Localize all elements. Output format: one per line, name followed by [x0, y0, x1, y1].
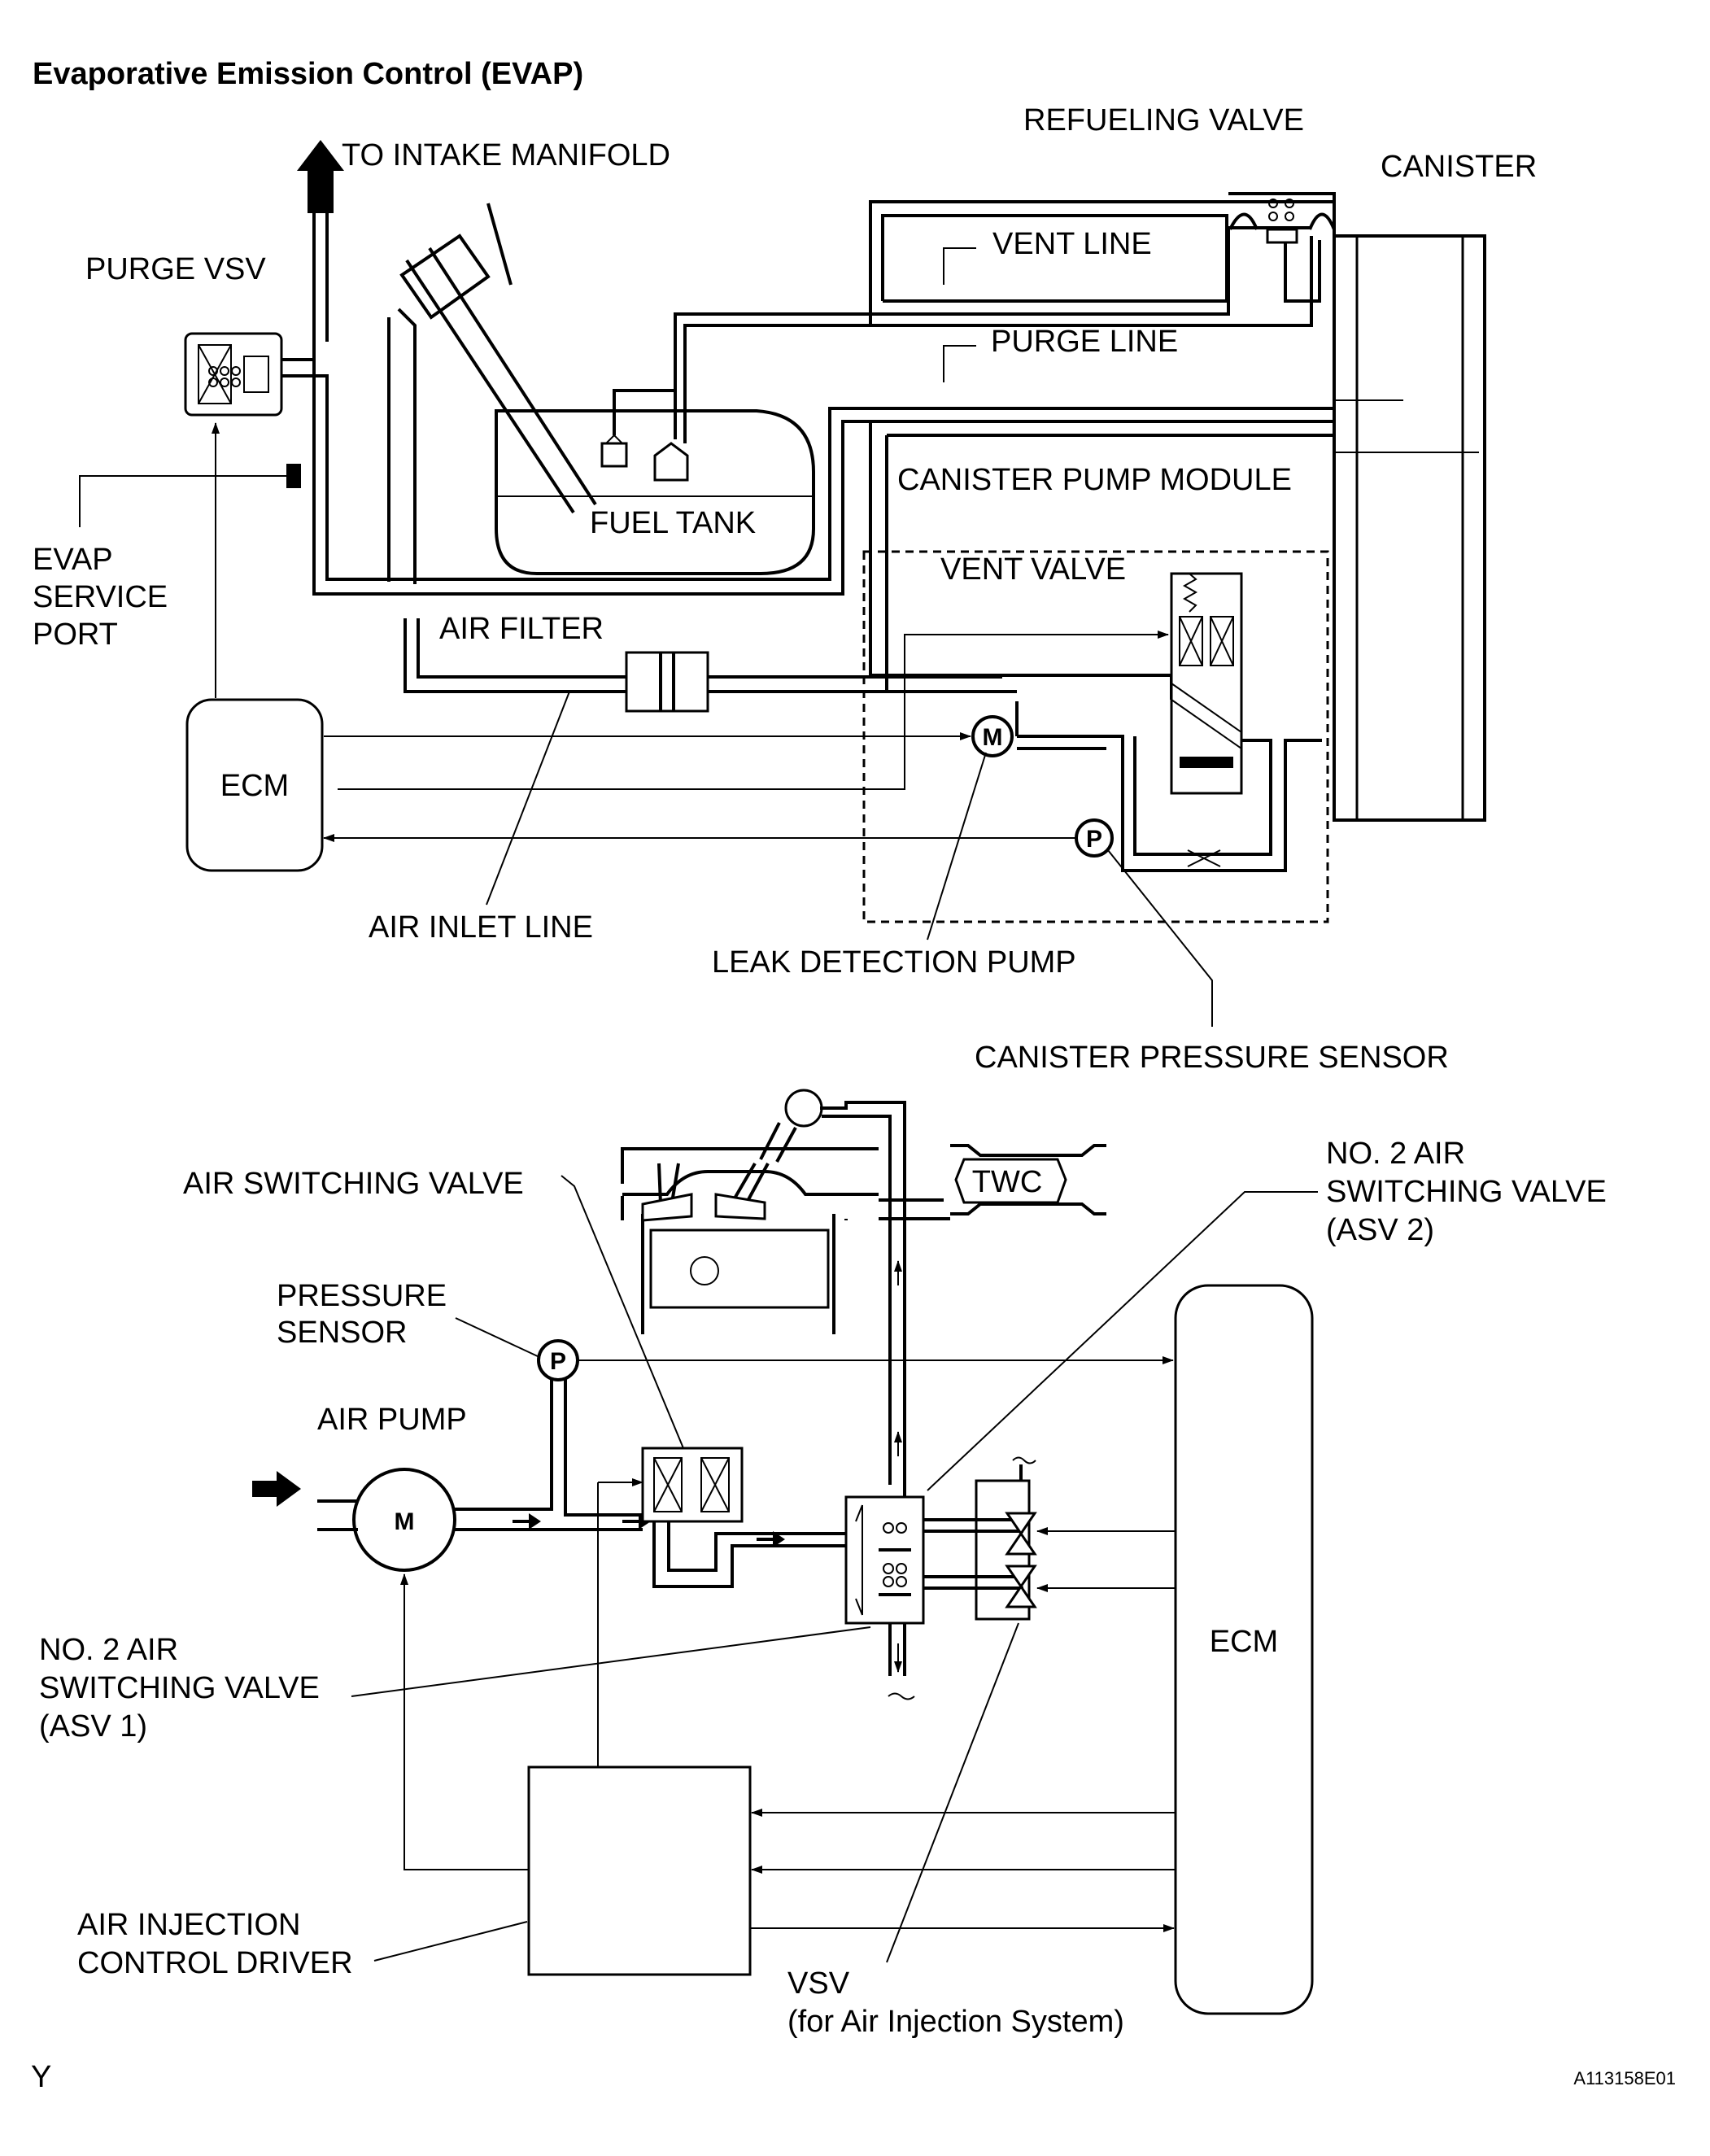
air-injection-control-driver — [527, 1765, 752, 1976]
leak-pump-symbol: M — [983, 724, 1003, 751]
vsv-label-1: VSV — [787, 1966, 850, 2001]
pressure-sensor: P — [537, 1339, 579, 1381]
evap-service-port-label-1: EVAP — [33, 543, 113, 577]
diagram-title: Evaporative Emission Control (EVAP) — [33, 57, 583, 91]
air-switching-valve — [641, 1447, 846, 1588]
no2-asv2-label-1: NO. 2 AIR — [1326, 1137, 1465, 1171]
air-injection-control-driver-label-1: AIR INJECTION — [77, 1908, 300, 1942]
injection-nozzle — [759, 1089, 906, 1497]
vent-valve-label: VENT VALVE — [940, 552, 1126, 587]
leak-detection-pump-label: LEAK DETECTION PUMP — [712, 945, 1076, 980]
twc-catalytic-converter: TWC — [950, 1144, 1106, 1215]
evap-service-port-label-2: SERVICE — [33, 580, 168, 614]
canister-pressure-sensor-label: CANISTER PRESSURE SENSOR — [975, 1041, 1449, 1075]
evap-service-port-label-3: PORT — [33, 618, 118, 652]
air-filter-label: AIR FILTER — [439, 612, 604, 646]
air-pump: M — [252, 1468, 456, 1572]
purge-vsv — [184, 332, 283, 417]
no2-asv1-label-2: SWITCHING VALVE — [39, 1671, 320, 1705]
no2-asv2-label-3: (ASV 2) — [1326, 1213, 1434, 1247]
air-switching-valve-label: AIR SWITCHING VALVE — [183, 1167, 524, 1201]
pressure-sensor-label-2: SENSOR — [277, 1316, 407, 1350]
engine-cylinder — [621, 1147, 950, 1334]
pressure-sensor-label-1: PRESSURE — [277, 1279, 447, 1313]
vsv-air-injection — [923, 1456, 1037, 1621]
no2-asv1-label-3: (ASV 1) — [39, 1709, 147, 1744]
no2-asv1-label-1: NO. 2 AIR — [39, 1633, 178, 1667]
leak-detection-pump: M — [971, 715, 1014, 757]
refueling-valve — [1228, 192, 1336, 303]
canister-pressure-symbol: P — [1086, 826, 1102, 853]
ecm-top: ECM — [185, 698, 324, 872]
purge-line-label: PURGE LINE — [991, 325, 1178, 359]
canister — [1333, 234, 1486, 822]
ecm-bottom: ECM — [1174, 1284, 1314, 2015]
air-inlet-line-label: AIR INLET LINE — [369, 910, 593, 945]
canister-pump-module-label: CANISTER PUMP MODULE — [897, 463, 1292, 497]
fuel-tank-label: FUEL TANK — [590, 506, 756, 540]
canister-pressure-sensor: P — [1075, 818, 1114, 858]
air-injection-control-driver-label-2: CONTROL DRIVER — [77, 1946, 353, 1980]
ecm-top-label: ECM — [220, 769, 289, 803]
vent-line-label: VENT LINE — [992, 227, 1152, 261]
air-pump-symbol: M — [395, 1508, 415, 1535]
air-filter — [404, 618, 1017, 713]
pressure-sensor-symbol: P — [550, 1348, 566, 1375]
no2-asv2-label-2: SWITCHING VALVE — [1326, 1175, 1607, 1209]
air-pump-label: AIR PUMP — [317, 1403, 467, 1437]
twc-label: TWC — [972, 1165, 1043, 1199]
intake-manifold-arrow — [297, 140, 344, 594]
corner-letter: Y — [31, 2060, 51, 2094]
no2-air-switching-valves — [844, 1495, 925, 1700]
evap-service-port — [79, 464, 301, 527]
to-intake-manifold-label: TO INTAKE MANIFOLD — [342, 138, 670, 172]
fuel-tank — [387, 203, 815, 584]
vsv-label-2: (for Air Injection System) — [787, 2005, 1124, 2039]
vent-valve — [1170, 572, 1243, 795]
figure-code: A113158E01 — [1573, 2068, 1676, 2088]
canister-label: CANISTER — [1381, 150, 1537, 184]
ecm-bottom-label: ECM — [1210, 1625, 1278, 1659]
refueling-valve-label: REFUELING VALVE — [1023, 103, 1304, 137]
purge-vsv-label: PURGE VSV — [85, 252, 266, 286]
